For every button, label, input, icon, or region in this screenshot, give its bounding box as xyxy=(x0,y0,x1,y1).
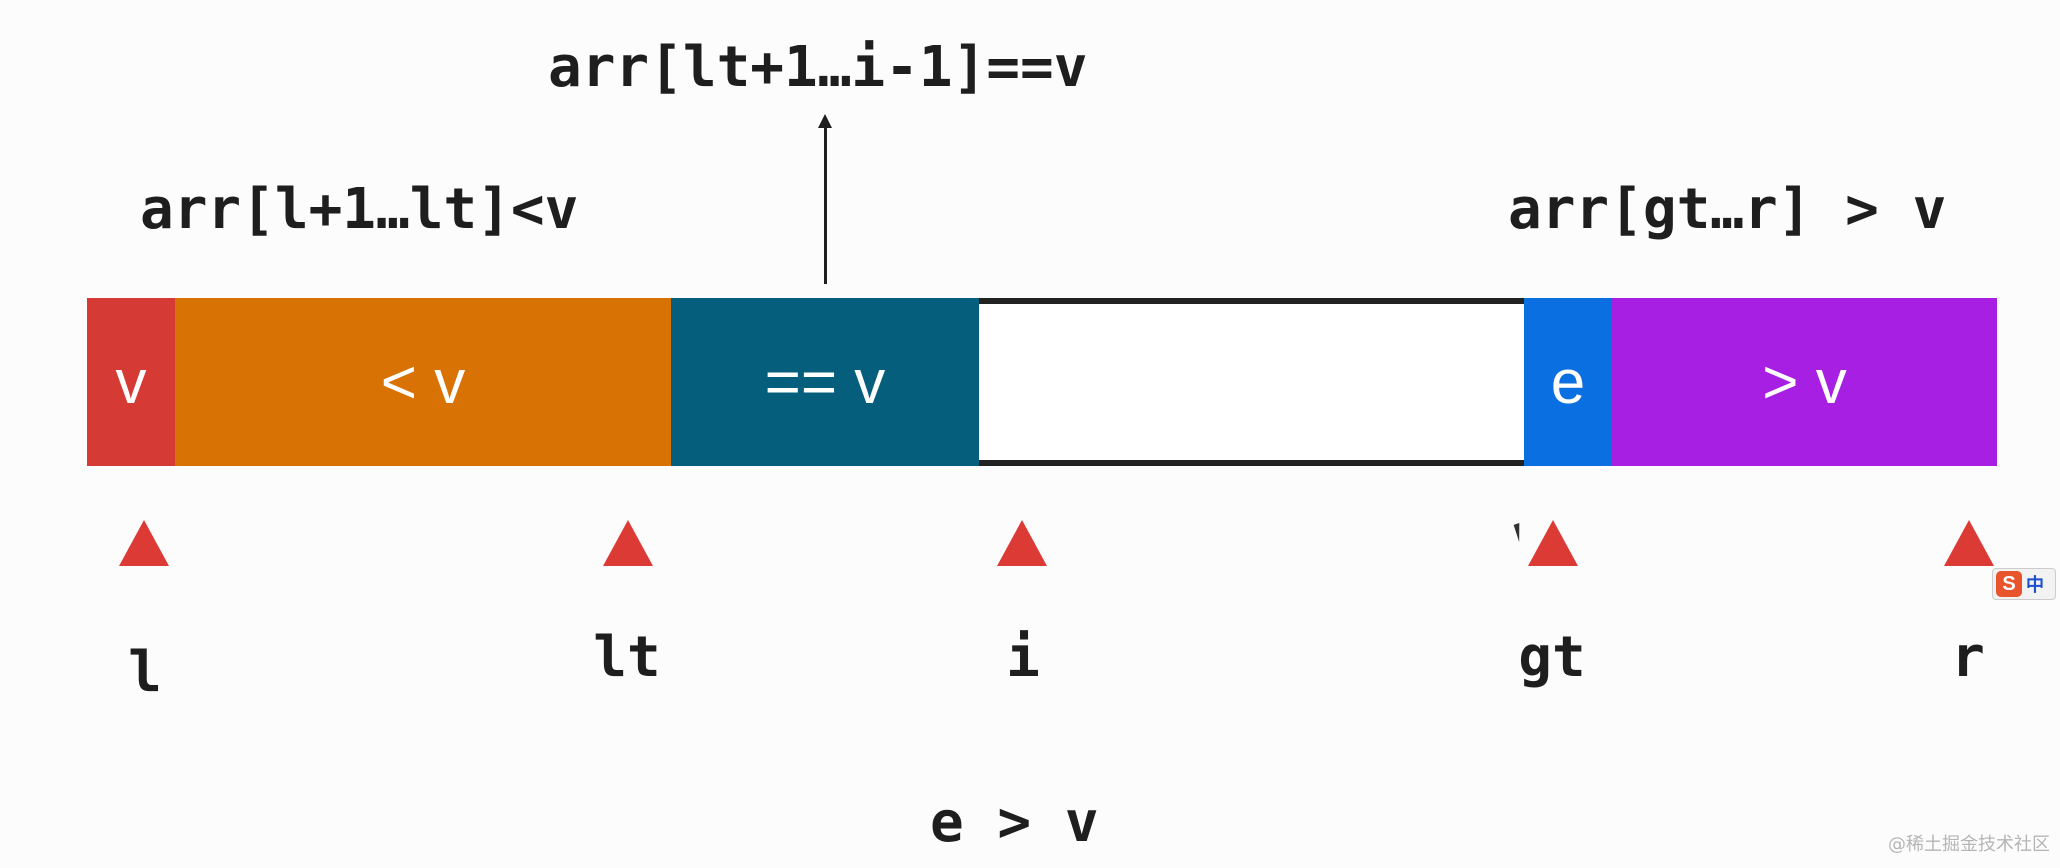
arrow-up-icon xyxy=(818,114,832,128)
condition-label: e > v xyxy=(930,790,1099,855)
pointer-i-label: i xyxy=(1006,625,1040,690)
segment-greater-than: > v xyxy=(1612,298,1997,466)
annotation-arrow-line xyxy=(824,124,827,284)
ime-logo-icon: S xyxy=(1996,571,2022,597)
pointer-lt-label: lt xyxy=(593,625,661,690)
segment-current-element-label: e xyxy=(1550,347,1586,417)
less-range-annotation: arr[l+1…lt]<v xyxy=(140,177,579,242)
segment-pivot-label: v xyxy=(115,347,147,417)
segment-less-than-label: < v xyxy=(380,347,466,417)
segment-less-than: < v xyxy=(175,298,671,466)
greater-range-annotation: arr[gt…r] > v xyxy=(1508,177,1947,242)
pointer-l-marker-icon xyxy=(119,520,169,566)
ime-indicator[interactable]: S 中 xyxy=(1992,568,2056,600)
segment-unprocessed xyxy=(979,298,1524,466)
segment-equal-label: == v xyxy=(764,347,886,417)
segment-current-element: e xyxy=(1524,298,1612,466)
ime-mode-label: 中 xyxy=(2026,575,2044,596)
segment-greater-than-label: > v xyxy=(1762,347,1847,417)
pointer-r-label: r xyxy=(1951,625,1985,690)
segment-pivot: v xyxy=(87,298,175,466)
pointer-i-marker-icon xyxy=(997,520,1047,566)
pointer-r-marker-icon xyxy=(1944,520,1994,566)
pointer-l-label: l xyxy=(128,640,162,705)
pointer-gt-label: gt xyxy=(1518,625,1586,690)
watermark: @稀土掘金技术社区 xyxy=(1888,834,2050,855)
pointer-gt-marker-icon xyxy=(1528,520,1578,566)
pointer-lt-marker-icon xyxy=(603,520,653,566)
equal-range-annotation: arr[lt+1…i-1]==v xyxy=(548,35,1088,100)
segment-equal: == v xyxy=(671,298,979,466)
array-bar: v < v == v e > v xyxy=(87,298,1997,466)
